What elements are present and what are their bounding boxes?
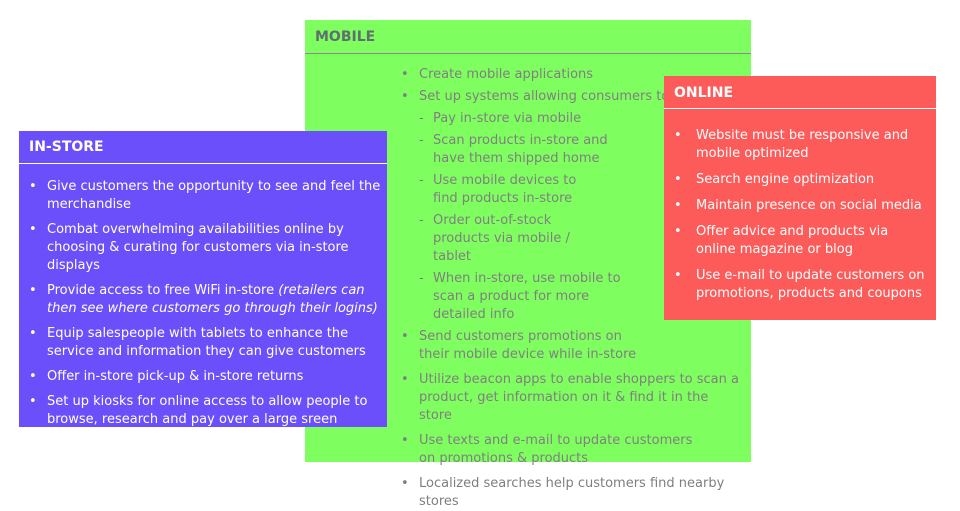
mobile-item: Send customers promotions on their mobil… [400,328,745,364]
instore-item: Set up kiosks for online access to allow… [29,393,381,429]
mobile-subitem: Scan products in-store and have them shi… [400,132,745,168]
mobile-item: Set up systems allowing consumers to: [400,88,745,106]
instore-item-text: Provide access to free WiFi in-store [47,283,275,298]
mobile-item: Utilize beacon apps to enable shoppers t… [400,371,745,425]
instore-divider [19,163,387,164]
mobile-item: Localized searches help customers find n… [400,475,745,511]
mobile-title: MOBILE [315,29,376,45]
mobile-subitem: Use mobile devices to find products in-s… [400,172,745,208]
online-item: Offer advice and products via online mag… [674,223,932,259]
instore-item: Give customers the opportunity to see an… [29,178,381,214]
online-list: Website must be responsive and mobile op… [674,127,932,311]
online-item: Use e-mail to update customers on promot… [674,267,932,303]
instore-item: Provide access to free WiFi in-store (re… [29,282,381,318]
instore-item: Combat overwhelming availabilities onlin… [29,221,381,275]
instore-title: IN-STORE [29,139,104,155]
online-panel: ONLINE Website must be responsive and mo… [664,76,936,320]
mobile-subitem: Order out-of-stock products via mobile /… [400,212,745,266]
mobile-divider [305,53,751,54]
mobile-subitem: Pay in-store via mobile [400,110,745,128]
online-item: Website must be responsive and mobile op… [674,127,932,163]
instore-item: Equip salespeople with tablets to enhanc… [29,325,381,361]
mobile-item: Create mobile applications [400,66,745,84]
online-item: Search engine optimization [674,171,932,189]
instore-item-note: (retailers can then see where customers … [47,283,378,316]
instore-panel: IN-STORE Give customers the opportunity … [19,131,387,427]
mobile-item: Use texts and e-mail to update customers… [400,432,745,468]
instore-item: Offer in-store pick-up & in-store return… [29,368,381,386]
online-divider [664,108,936,109]
online-title: ONLINE [674,85,734,101]
mobile-subitem: When in-store, use mobile to scan a prod… [400,270,745,324]
online-item: Maintain presence on social media [674,197,932,215]
mobile-list: Create mobile applications Set up system… [400,66,745,511]
instore-list: Give customers the opportunity to see an… [29,178,381,436]
